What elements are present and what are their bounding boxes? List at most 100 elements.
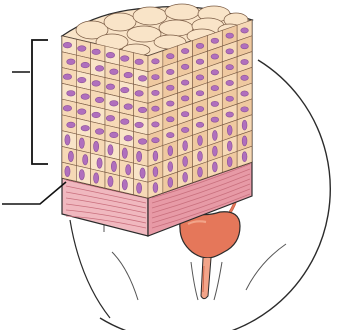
cell-nucleus [227,125,232,135]
cell-nucleus [63,74,71,80]
cell-nucleus [124,135,132,141]
cell-nucleus [108,145,113,155]
cell-nucleus [92,81,100,87]
cell-nucleus [183,172,188,182]
cell-nucleus [83,155,88,165]
cell-nucleus [212,130,217,140]
cell-nucleus [63,105,71,111]
cell-nucleus [121,87,129,93]
cell-nucleus [94,141,99,151]
cell-nucleus [166,117,174,122]
cell-nucleus [152,59,160,64]
cell-nucleus [153,167,158,177]
cell-nucleus [95,66,103,72]
cell-nucleus [153,183,158,193]
cell-nucleus [67,122,75,128]
cell-nucleus [138,107,146,113]
cell-nucleus [166,132,174,137]
cell-nucleus [181,112,189,117]
cell-nucleus [226,80,234,85]
cell-nucleus [183,141,188,151]
cell-nucleus [241,107,249,112]
cell-nucleus [196,122,204,127]
umbrella-cell [104,13,136,31]
cell-nucleus [106,115,114,121]
cell-nucleus [122,180,127,190]
cell-nucleus [135,91,143,97]
cell-nucleus [183,156,188,166]
cell-nucleus [196,75,204,80]
cell-nucleus [121,56,129,62]
cell-nucleus [168,162,173,172]
cell-nucleus [135,122,143,128]
cell-nucleus [121,119,129,125]
cell-nucleus [227,141,232,151]
cell-nucleus [168,146,173,156]
cell-nucleus [81,125,89,131]
cell-nucleus [67,59,75,65]
cell-nucleus [67,90,75,96]
cell-nucleus [226,33,234,38]
cell-nucleus [168,177,173,187]
cell-nucleus [122,148,127,158]
cell-nucleus [181,64,189,69]
tissue-block [62,4,252,236]
cell-nucleus [211,85,219,90]
cell-nucleus [226,96,234,101]
cell-nucleus [111,161,116,171]
umbrella-cell [165,4,199,20]
cell-nucleus [241,28,249,33]
cell-nucleus [138,76,146,82]
epithelium-bracket [12,40,48,164]
cell-nucleus [227,157,232,167]
cell-nucleus [211,38,219,43]
front-cells [62,36,148,198]
cell-nucleus [226,65,234,70]
cell-nucleus [181,48,189,53]
cell-nucleus [95,129,103,135]
cell-nucleus [106,52,114,58]
cell-nucleus [196,91,204,96]
cell-nucleus [152,138,160,143]
cell-nucleus [68,151,73,161]
cell-nucleus [166,54,174,59]
cell-nucleus [166,69,174,74]
cell-nucleus [110,69,118,75]
cell-nucleus [152,122,160,127]
cell-nucleus [196,43,204,48]
cell-nucleus [211,70,219,75]
cell-nucleus [65,166,70,176]
cell-nucleus [152,90,160,95]
cell-nucleus [79,170,84,180]
cell-nucleus [211,117,219,122]
cell-nucleus [106,84,114,90]
cell-nucleus [110,100,118,106]
cell-nucleus [241,59,249,64]
cell-nucleus [140,168,145,178]
cell-nucleus [166,85,174,90]
cell-nucleus [65,135,70,145]
cell-nucleus [242,136,247,146]
cell-nucleus [92,112,100,118]
cell-nucleus [108,176,113,186]
cell-nucleus [198,151,203,161]
cell-nucleus [241,91,249,96]
cell-nucleus [152,106,160,111]
cell-nucleus [241,44,249,49]
umbrella-cell [133,7,167,25]
cell-nucleus [92,49,100,55]
cell-nucleus [226,49,234,54]
cell-nucleus [212,162,217,172]
cell-nucleus [63,42,71,48]
cell-nucleus [226,112,234,117]
cell-nucleus [211,101,219,106]
cell-nucleus [94,173,99,183]
cell-nucleus [181,96,189,101]
cell-nucleus [138,139,146,145]
cell-nucleus [81,62,89,68]
cell-nucleus [78,109,86,115]
cell-nucleus [135,59,143,65]
cell-nucleus [81,94,89,100]
